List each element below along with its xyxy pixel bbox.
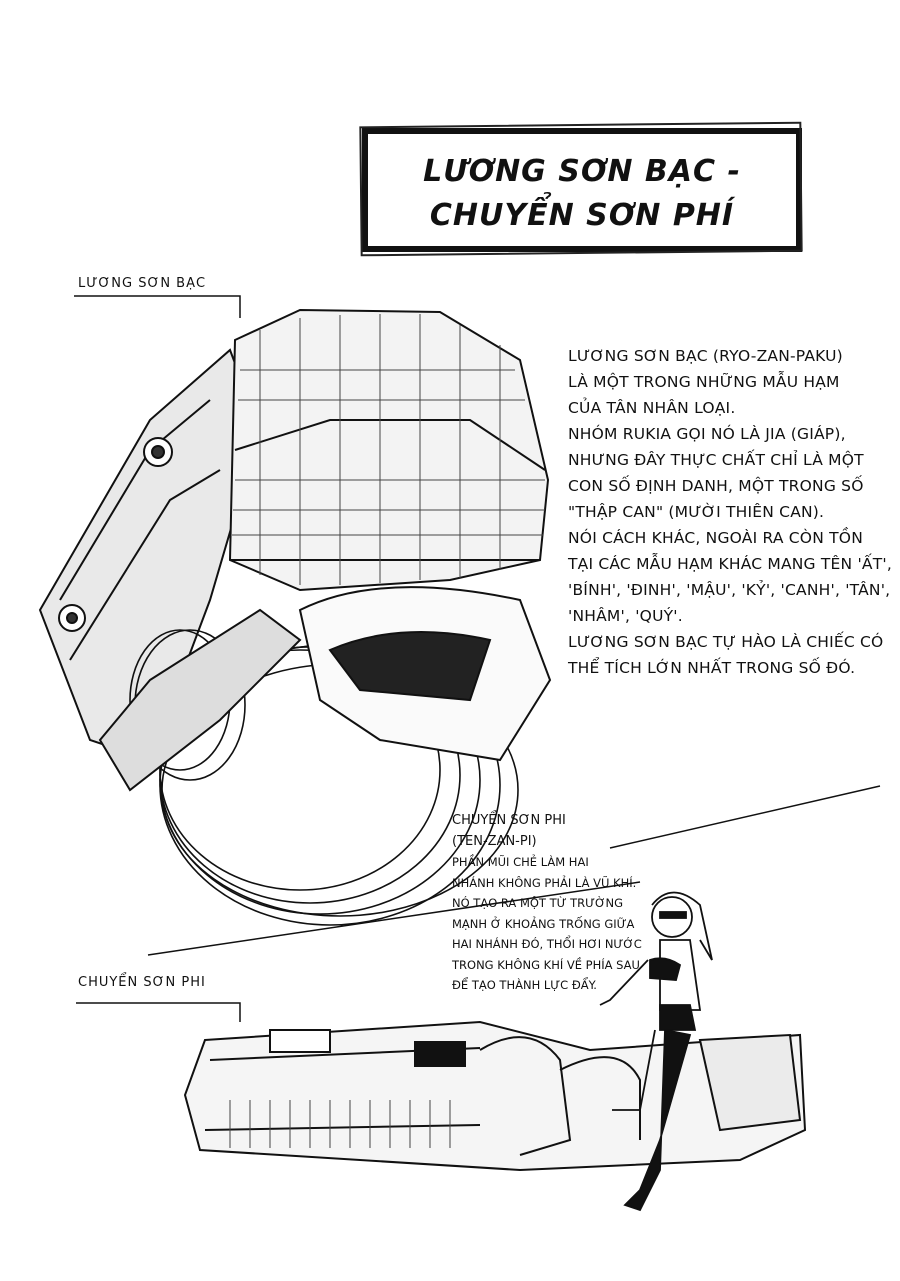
ryozanpaku-description: LƯƠNG SƠN BẠC (RYO-ZAN-PAKU) LÀ MỘT TRON… [568, 343, 898, 681]
description-line: LƯƠNG SƠN BẠC TỰ HÀO LÀ CHIẾC CÓ [568, 633, 884, 651]
side-body-line: NHÁNH KHÔNG PHẢI LÀ VŨ KHÍ. [452, 875, 637, 890]
description-line: NHƯNG ĐÂY THỰC CHẤT CHỈ LÀ MỘT [568, 451, 864, 469]
tenzanpi-description: CHUYỂN SƠN PHI (TEN-ZAN-PI) PHẦN MŨI CHẺ… [452, 810, 642, 996]
tenzanpi-ship-drawing [183, 1020, 807, 1172]
side-body-line: HAI NHÁNH ĐÓ, THỔI HƠI NƯỚC [452, 937, 642, 951]
description-line: "THẬP CAN" (MƯỜI THIÊN CAN). [568, 503, 825, 521]
side-body-line: TRONG KHÔNG KHÍ VỀ PHÍA SAU [452, 957, 640, 972]
side-body-line: NÓ TẠO RA MỘT TỪ TRƯỜNG [452, 896, 624, 910]
description-line: LÀ MỘT TRONG NHỮNG MẪU HẠM [568, 373, 840, 391]
description-line: THỂ TÍCH LỚN NHẤT TRONG SỐ ĐÓ. [568, 659, 856, 677]
description-line: CỦA TÂN NHÂN LOẠI. [568, 399, 736, 417]
side-body-line: ĐỂ TẠO THÀNH LỰC ĐẨY. [452, 978, 597, 992]
ryozanpaku-label: LƯƠNG SƠN BẠC [78, 276, 207, 291]
ryozanpaku-ship-drawing [38, 308, 552, 926]
description-line: NÓI CÁCH KHÁC, NGOÀI RA CÒN TỒN [568, 529, 863, 547]
description-line: TẠI CÁC MẪU HẠM KHÁC MANG TÊN 'ẤT', [568, 555, 892, 573]
pilot-figure-drawing [599, 891, 713, 1212]
title-line-1: LƯƠNG SƠN BẠC - [423, 154, 741, 189]
leader-lines [74, 295, 881, 1022]
description-line: LƯƠNG SƠN BẠC (RYO-ZAN-PAKU) [568, 347, 843, 365]
side-body-line: MẠNH Ở KHOẢNG TRỐNG GIỮA [452, 916, 635, 931]
side-title-line: (TEN-ZAN-PI) [452, 834, 537, 849]
side-body-line: PHẦN MŨI CHẺ LÀM HAI [452, 855, 589, 869]
tenzanpi-label: CHUYỂN SƠN PHI [78, 975, 206, 990]
description-line: 'BÍNH', 'ĐINH', 'MẬU', 'KỶ', 'CANH', 'TÂ… [568, 581, 891, 599]
description-line: NHÓM RUKIA GỌI NÓ LÀ JIA (GIÁP), [568, 425, 846, 443]
description-line: CON SỐ ĐỊNH DANH, MỘT TRONG SỐ [568, 477, 864, 495]
side-title-line: CHUYỂN SƠN PHI [452, 813, 566, 828]
title-line-2: CHUYỂN SƠN PHÍ [429, 198, 735, 233]
title-box: LƯƠNG SƠN BẠC - CHUYỂN SƠN PHÍ [362, 128, 802, 252]
description-line: 'NHÂM', 'QUÝ'. [568, 607, 683, 625]
